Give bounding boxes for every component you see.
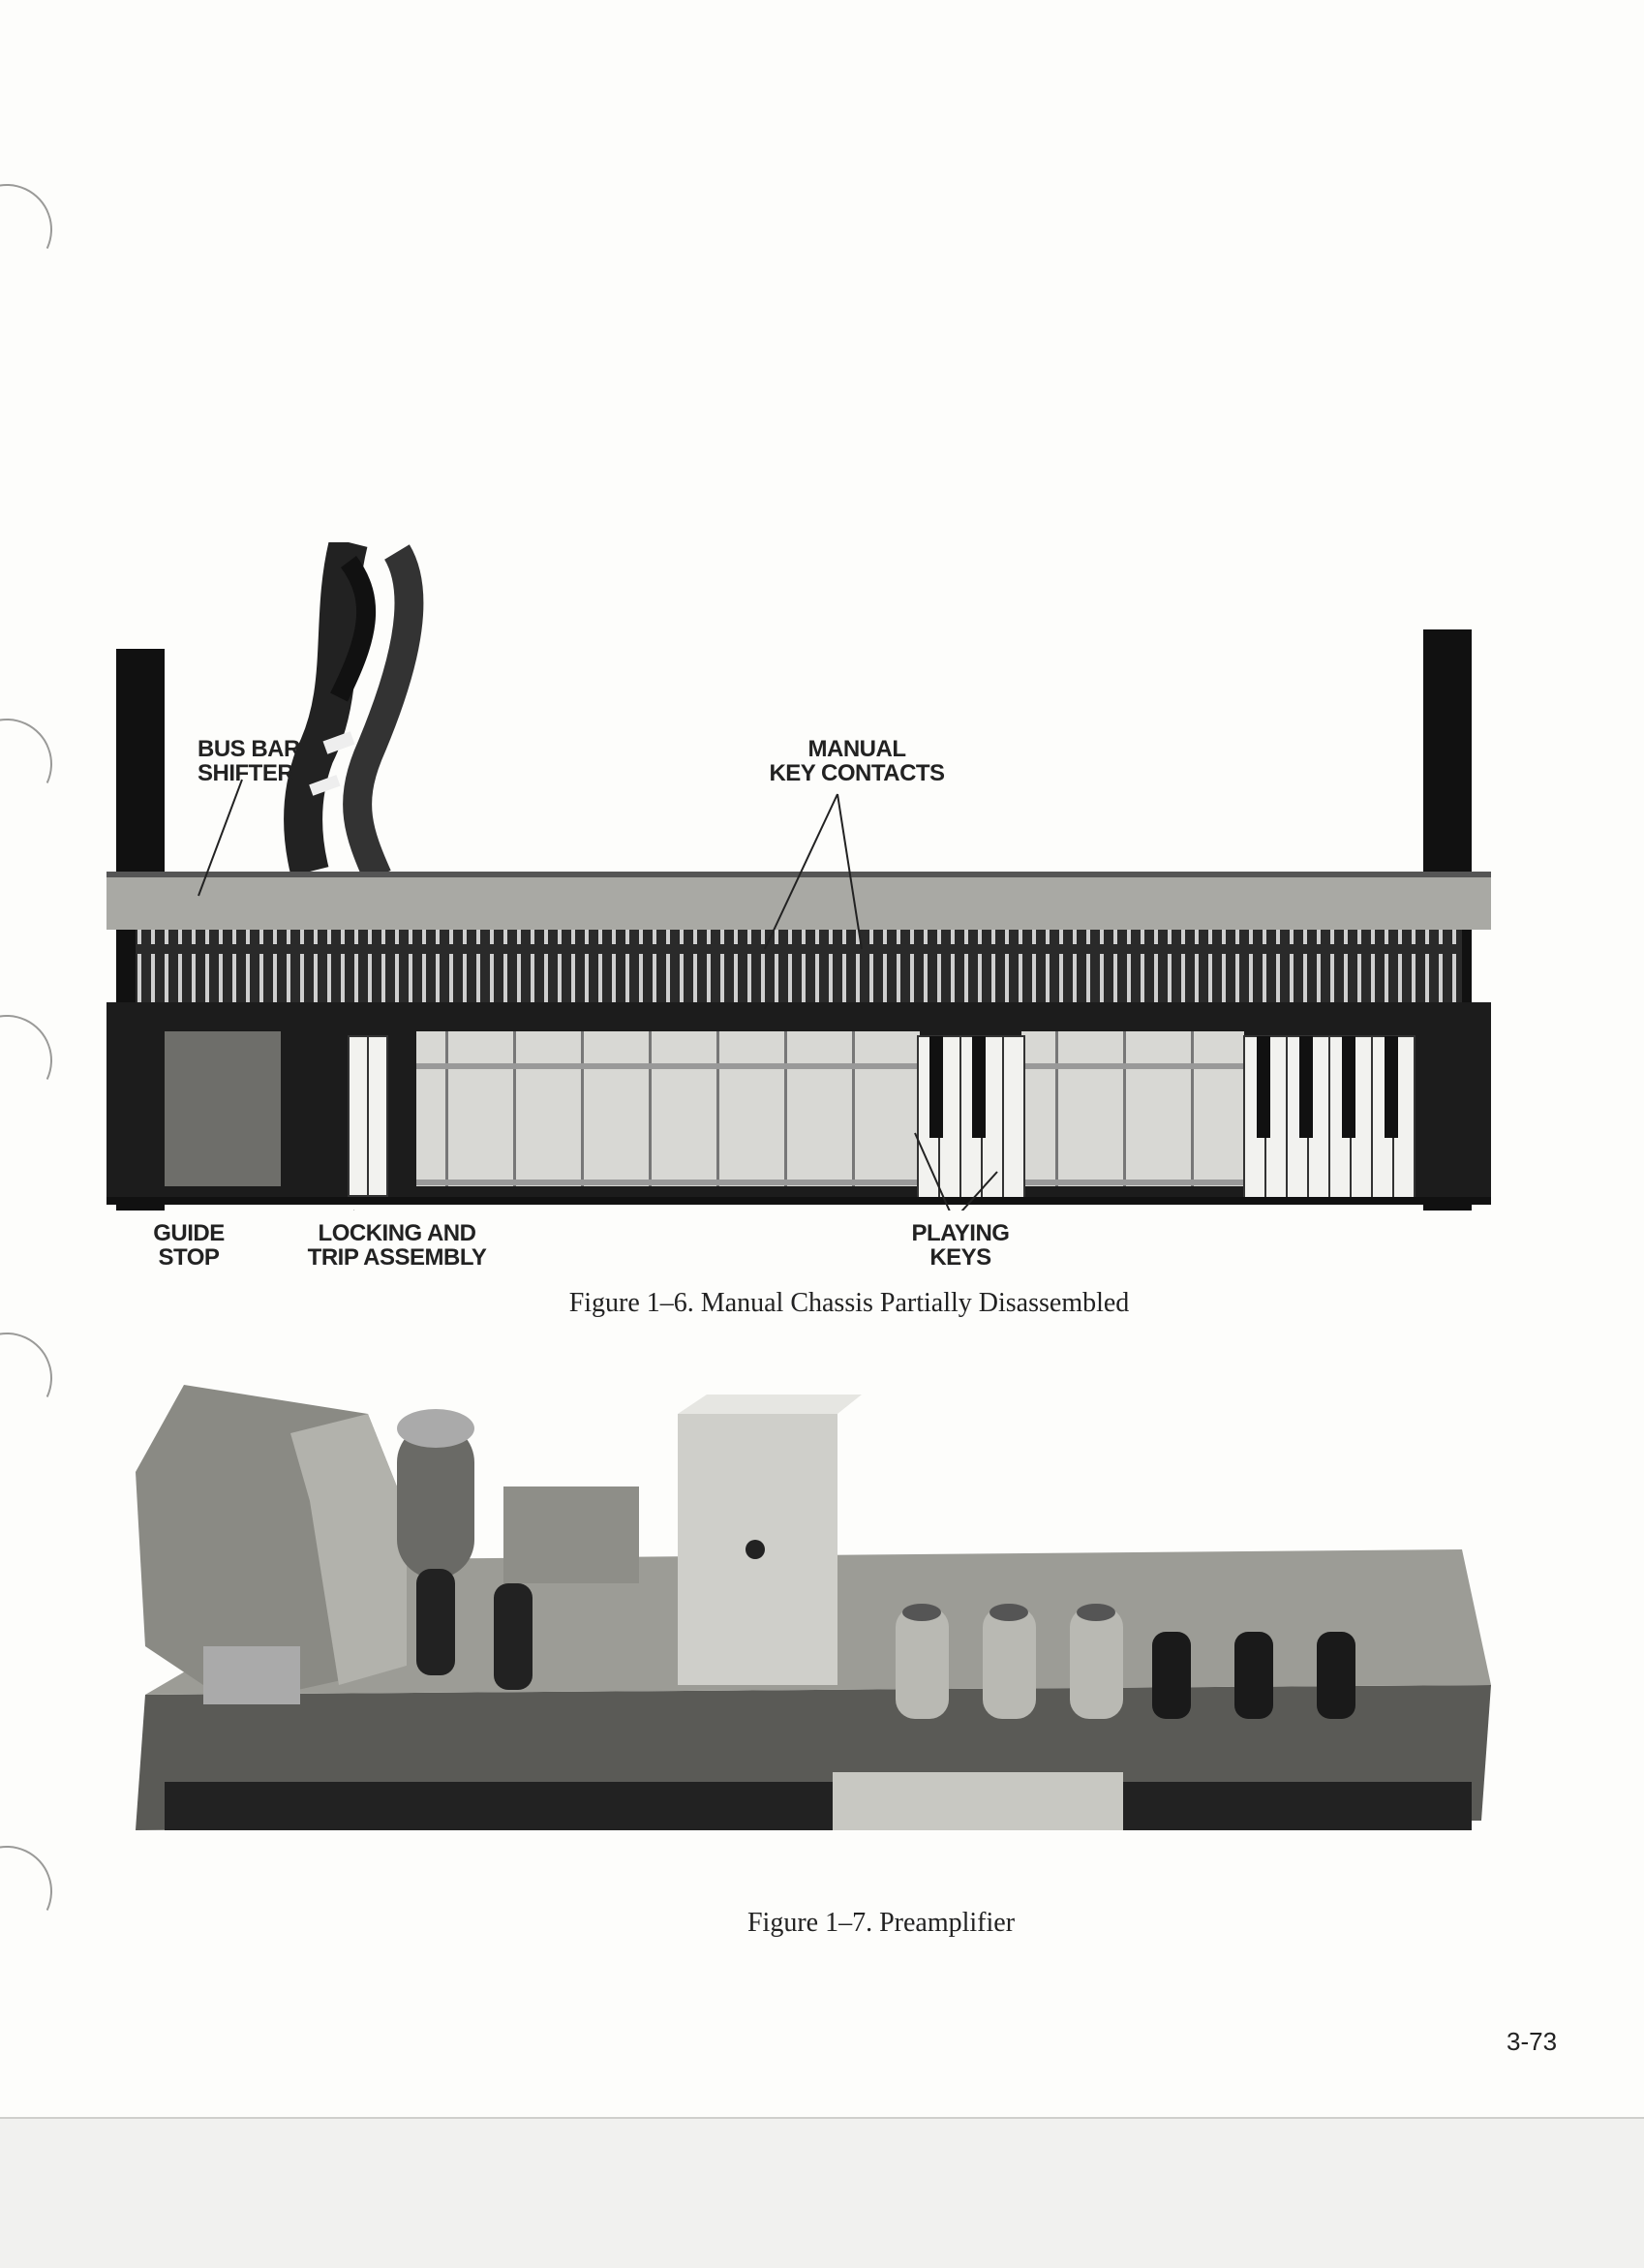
label-guide-stop: GUIDE STOP [140,1221,237,1270]
label-line: SHIFTER [198,760,294,786]
label-line: TRIP ASSEMBLY [307,1244,487,1271]
label-line: KEYS [929,1244,991,1271]
label-playing-keys: PLAYING KEYS [893,1221,1028,1270]
label-line: MANUAL [807,736,906,762]
label-line: BUS BAR [198,736,300,762]
page-number: 3-73 [1507,2027,1558,2056]
label-line: KEY CONTACTS [769,760,945,786]
label-line: PLAYING [911,1220,1010,1246]
scanner-background [0,2117,1644,2268]
preamplifier-photo [136,1385,1491,1830]
label-line: GUIDE [153,1220,225,1246]
figure-1-7-caption: Figure 1–7. Preamplifier [746,1908,1016,1938]
label-line: LOCKING AND [318,1220,476,1246]
manual-chassis-photo [107,542,1491,1211]
label-line: STOP [158,1244,220,1271]
label-manual-key-contacts: MANUAL KEY CONTACTS [760,737,954,785]
figure-1-6-caption: Figure 1–6. Manual Chassis Partially Dis… [568,1288,1130,1318]
label-bus-bar-shifter: BUS BAR SHIFTER [198,737,300,785]
label-locking-and-trip-assembly: LOCKING AND TRIP ASSEMBLY [295,1221,499,1270]
